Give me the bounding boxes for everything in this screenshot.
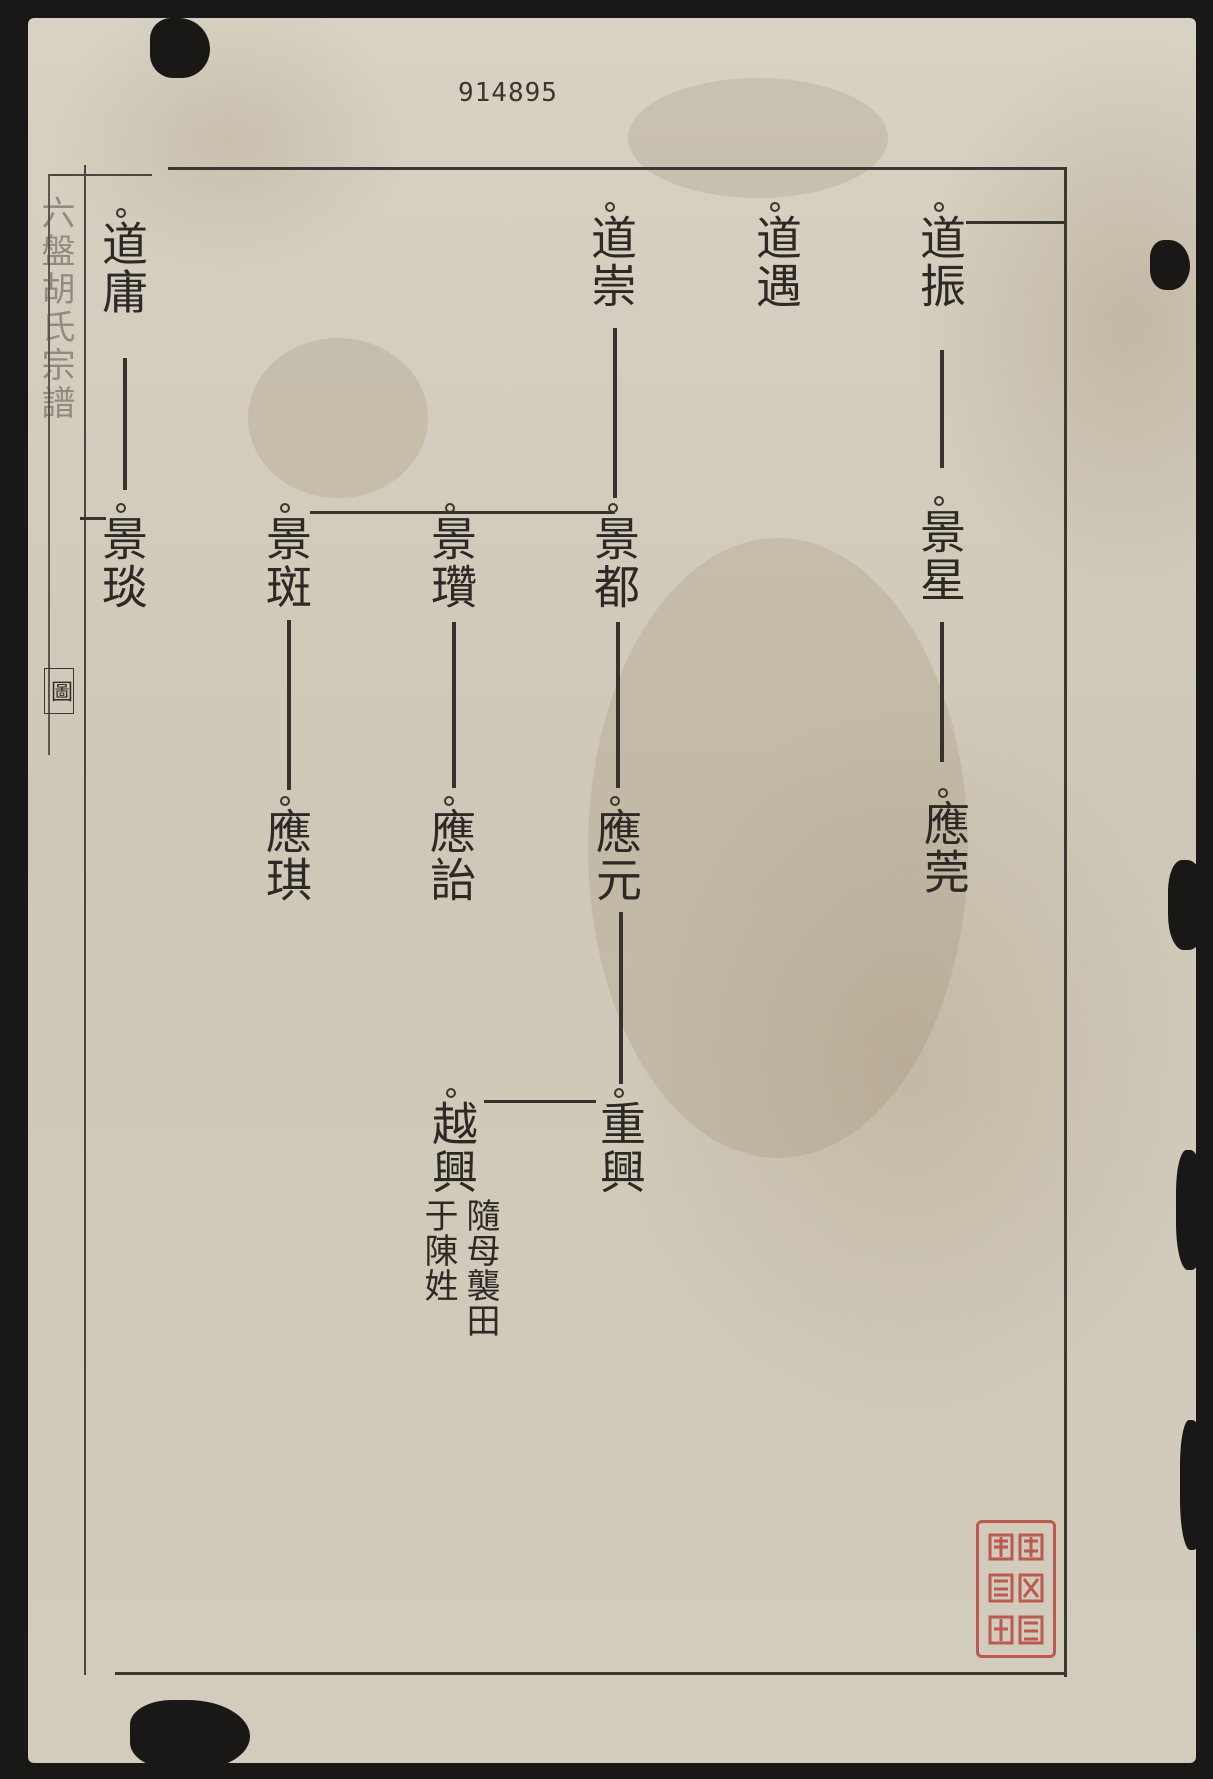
page-edge-damage — [1150, 240, 1190, 290]
person-name-daozhen: 道振 — [913, 202, 967, 310]
frame-border-bottom — [115, 1672, 1067, 1675]
water-stain — [248, 338, 428, 498]
margin-title: 六盤胡氏宗譜 — [35, 195, 75, 423]
page-edge-damage — [1180, 1420, 1206, 1550]
person-name-jingxing: 景星 — [913, 496, 967, 604]
margin-rule — [48, 175, 50, 755]
page-edge-damage — [150, 18, 210, 78]
connector-line — [452, 622, 456, 788]
collector-seal — [976, 1520, 1056, 1658]
person-name-chongxing: 重興 — [593, 1088, 647, 1196]
annotation-note: 隨母襲田 — [460, 1198, 500, 1338]
person-name-jingban: 景斑 — [259, 503, 313, 611]
seal-glyphs — [988, 1533, 1044, 1645]
catalog-number: 914895 — [458, 78, 558, 108]
genealogy-page — [28, 18, 1196, 1763]
connector-line — [619, 912, 623, 1084]
page-edge-damage — [0, 0, 1213, 18]
water-stain — [588, 538, 968, 1158]
person-name-yingqi: 應琪 — [259, 796, 313, 904]
connector-line — [123, 358, 127, 490]
connector-line — [287, 620, 291, 790]
frame-border-top — [168, 167, 1066, 170]
water-stain — [628, 78, 888, 198]
person-name-jingdu: 景都 — [587, 503, 641, 611]
person-name-yuexing: 越興 — [425, 1088, 479, 1196]
person-name-daoyu: 道遇 — [749, 202, 803, 310]
frame-border-left — [84, 165, 86, 1675]
connector-line — [616, 622, 620, 788]
section-mark: 圖 — [44, 668, 74, 714]
connector-line — [80, 517, 106, 520]
page-edge-damage — [0, 1763, 1213, 1779]
page-edge-damage — [0, 0, 28, 1779]
connector-line — [940, 350, 944, 468]
frame-border-right — [1064, 167, 1067, 1677]
connector-line — [613, 328, 617, 498]
margin-rule — [48, 174, 152, 176]
connector-line — [940, 622, 944, 762]
person-name-yingyuan: 應元 — [589, 796, 643, 904]
connector-line — [966, 221, 1066, 224]
connector-line — [310, 511, 615, 514]
connector-line — [484, 1100, 596, 1103]
person-name-yingxian: 應莞 — [917, 788, 971, 896]
person-name-jingzan: 景瓚 — [424, 503, 478, 611]
annotation-note: 于陳姓 — [418, 1198, 458, 1303]
person-name-yinghao: 應詒 — [423, 796, 477, 904]
person-name-daochong: 道崇 — [584, 202, 638, 310]
page-edge-damage — [1176, 1150, 1206, 1270]
page-edge-damage — [1168, 860, 1208, 950]
page-edge-damage — [130, 1700, 250, 1770]
person-name-daoyong: 道庸 — [95, 208, 149, 316]
person-name-jingtan: 景琰 — [95, 503, 149, 611]
